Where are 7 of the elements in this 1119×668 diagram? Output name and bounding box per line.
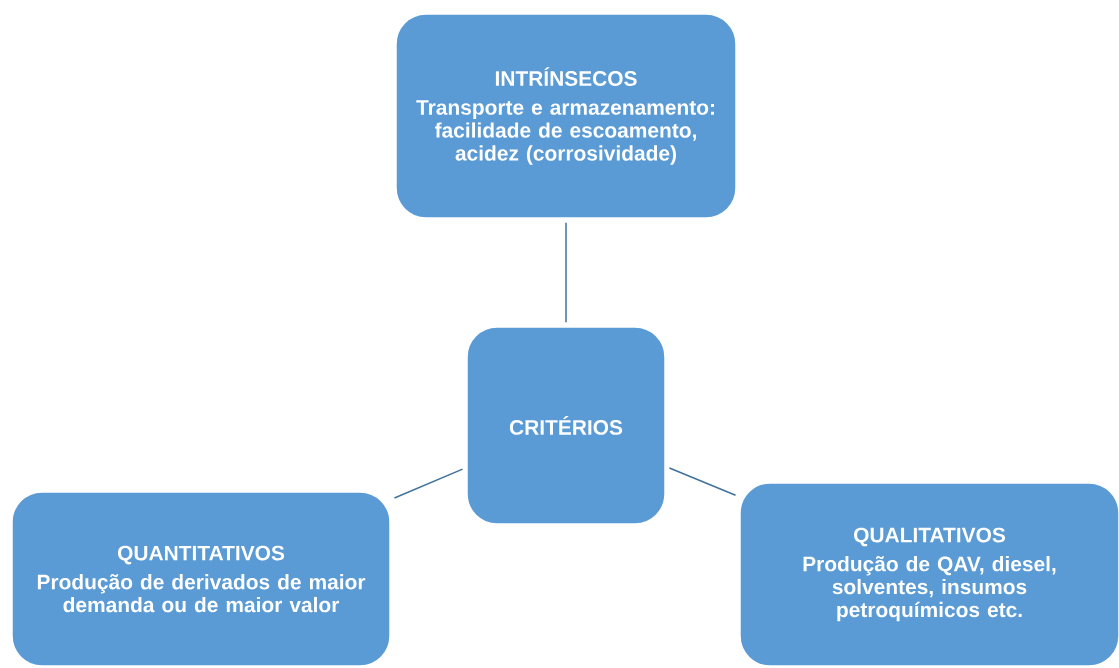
rounded-box: INTRÍNSECOS Transporte e armazenamento: facilidade de escoamento, acidez (corrosividade): [395, 13, 737, 219]
rounded-box: QUALITATIVOS Produção de QAV, diesel, solventes, insumos petroquímicos etc.: [739, 482, 1119, 667]
connector-line: [668, 467, 737, 496]
connector-line: [393, 468, 464, 499]
rounded-box: QUANTITATIVOS Produção de derivados de maior demanda ou de maior valor: [11, 491, 391, 667]
rounded-box: CRITÉRIOS: [466, 326, 666, 525]
connector-line: [565, 222, 567, 323]
